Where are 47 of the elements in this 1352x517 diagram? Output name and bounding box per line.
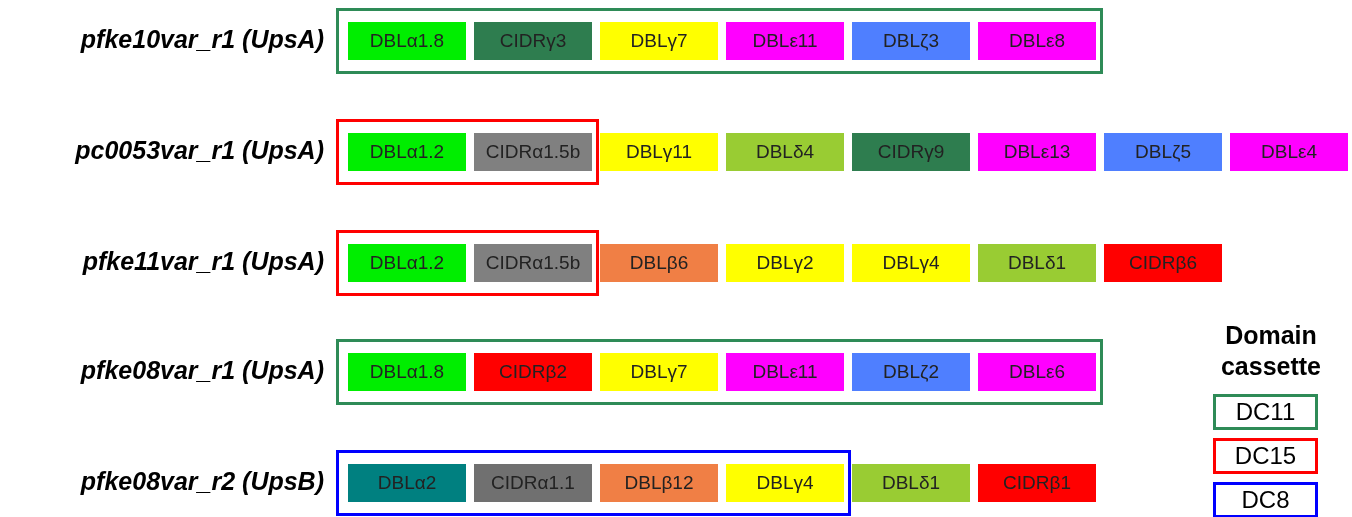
domain-box: DBLε13 xyxy=(978,133,1096,171)
domain-cassette-outline xyxy=(336,339,1103,405)
domain-box: CIDRα1.5b xyxy=(474,244,592,282)
domain-box: DBLγ7 xyxy=(600,22,718,60)
domain-box: DBLβ12 xyxy=(600,464,718,502)
domain-box: DBLδ4 xyxy=(726,133,844,171)
domain-box: DBLγ7 xyxy=(600,353,718,391)
domain-box: DBLα1.8 xyxy=(348,22,466,60)
domain-box: DBLγ11 xyxy=(600,133,718,171)
domain-box: DBLε4 xyxy=(1230,133,1348,171)
domain-cassette-outline xyxy=(336,8,1103,74)
domain-box: DBLδ1 xyxy=(852,464,970,502)
domain-box: DBLγ4 xyxy=(726,464,844,502)
domain-box: DBLζ2 xyxy=(852,353,970,391)
legend-item: DC15 xyxy=(1213,438,1318,474)
sequence-name: pfke10var_r1 (UpsA) xyxy=(79,25,324,54)
domain-cassette-outline xyxy=(336,230,599,296)
domain-box: CIDRγ9 xyxy=(852,133,970,171)
domain-box: CIDRβ1 xyxy=(978,464,1096,502)
domain-cassette-outline xyxy=(336,119,599,185)
domain-cassette-outline xyxy=(336,450,851,516)
legend-title: Domain cassette xyxy=(1219,320,1323,382)
domain-box: DBLε11 xyxy=(726,22,844,60)
legend-item: DC8 xyxy=(1213,482,1318,517)
domain-box: DBLγ4 xyxy=(852,244,970,282)
domain-box: DBLε8 xyxy=(978,22,1096,60)
sequence-name: pfke08var_r1 (UpsA) xyxy=(79,356,324,385)
domain-box: DBLα1.8 xyxy=(348,353,466,391)
domain-box: DBLα1.2 xyxy=(348,133,466,171)
domain-box: DBLζ3 xyxy=(852,22,970,60)
domain-box: DBLα2 xyxy=(348,464,466,502)
domain-box: CIDRβ2 xyxy=(474,353,592,391)
domain-box: DBLα1.2 xyxy=(348,244,466,282)
domain-box: CIDRα1.1 xyxy=(474,464,592,502)
sequence-name: pfke08var_r2 (UpsB) xyxy=(79,467,324,496)
domain-box: DBLζ5 xyxy=(1104,133,1222,171)
domain-box: CIDRγ3 xyxy=(474,22,592,60)
sequence-name: pfke11var_r1 (UpsA) xyxy=(81,247,324,276)
domain-box: DBLγ2 xyxy=(726,244,844,282)
sequence-name: pc0053var_r1 (UpsA) xyxy=(73,136,324,165)
domain-box: DBLε6 xyxy=(978,353,1096,391)
domain-box: CIDRβ6 xyxy=(1104,244,1222,282)
domain-box: CIDRα1.5b xyxy=(474,133,592,171)
domain-box: DBLδ1 xyxy=(978,244,1096,282)
legend-item: DC11 xyxy=(1213,394,1318,430)
domain-box: DBLε11 xyxy=(726,353,844,391)
domain-box: DBLβ6 xyxy=(600,244,718,282)
